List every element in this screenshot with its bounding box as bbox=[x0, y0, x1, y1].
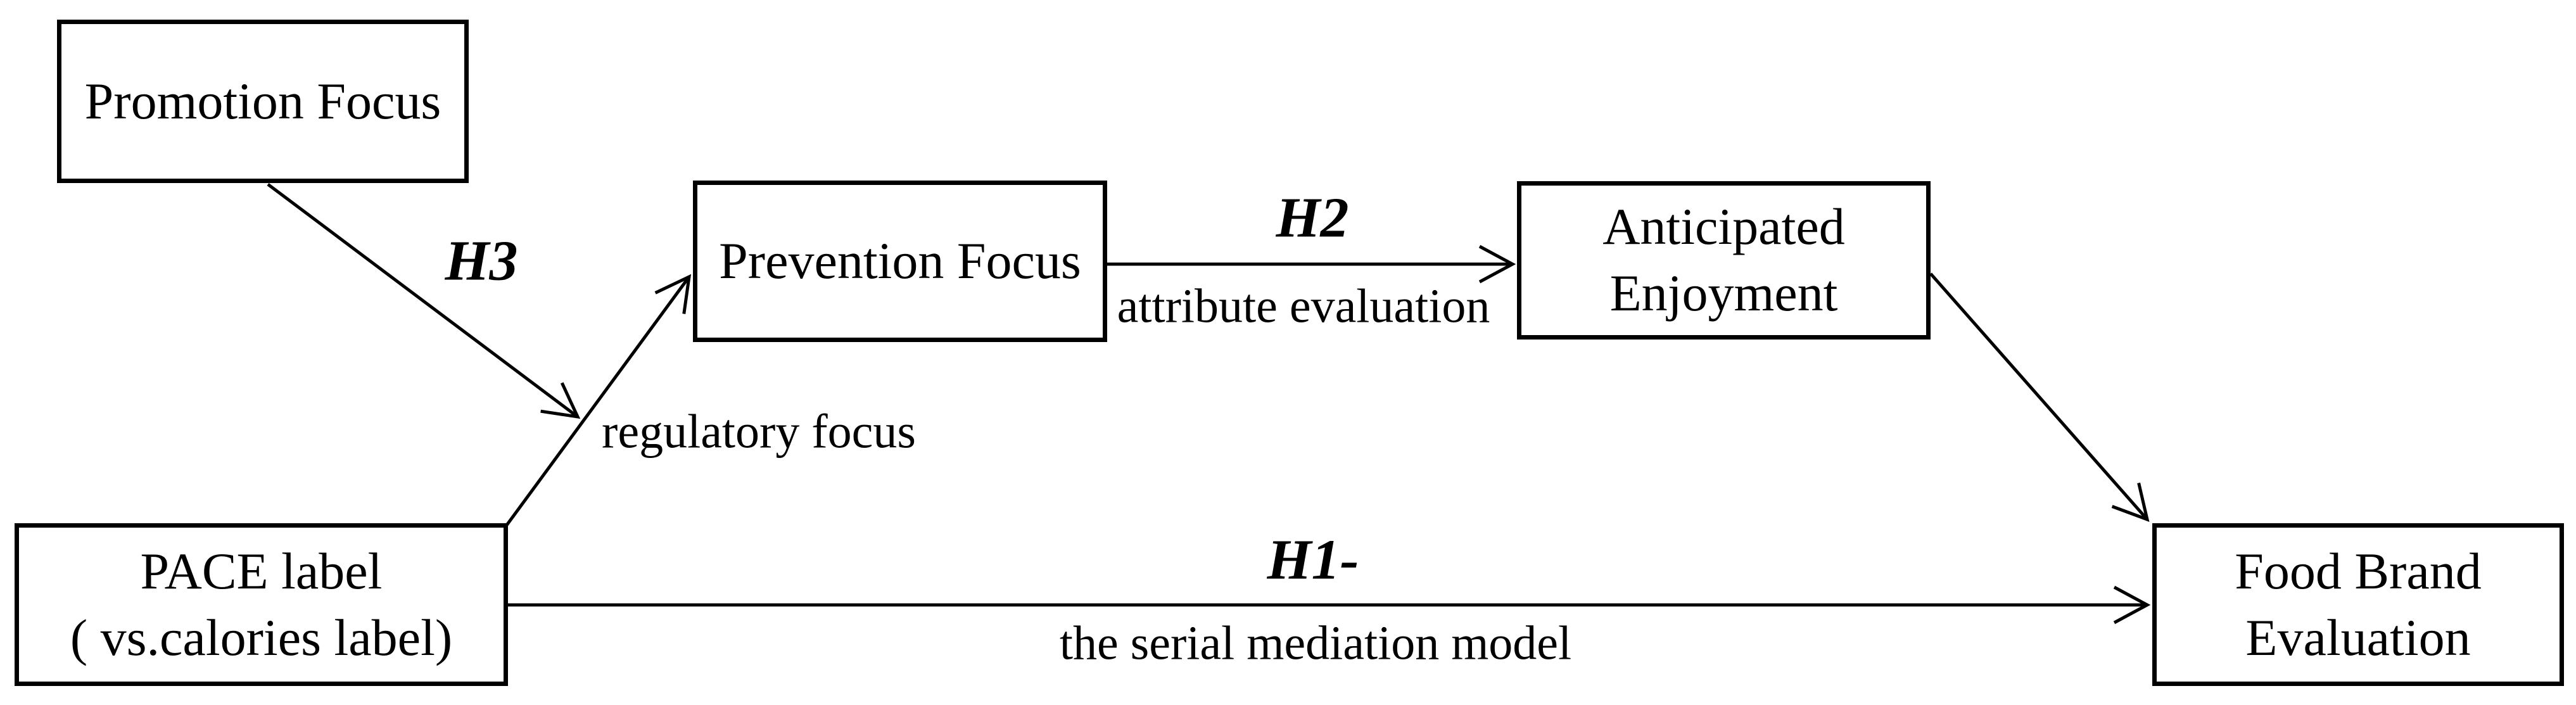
node-pace-label-line1: PACE label bbox=[140, 542, 383, 600]
node-promotion-focus: Promotion Focus bbox=[57, 20, 469, 183]
edge-label-regulatory-focus: regulatory focus bbox=[602, 405, 916, 459]
node-prevention-focus: Prevention Focus bbox=[693, 181, 1107, 342]
node-food-brand-evaluation-line2: Evaluation bbox=[2245, 608, 2471, 666]
edge-label-h3: H3 bbox=[445, 229, 518, 293]
edge-label-h1: H1- bbox=[1267, 528, 1359, 592]
node-anticipated-enjoyment-line1: Anticipated bbox=[1602, 198, 1845, 256]
node-anticipated-enjoyment: Anticipated Enjoyment bbox=[1517, 181, 1931, 340]
node-anticipated-enjoyment-line2: Enjoyment bbox=[1609, 264, 1838, 322]
edge-label-serial-mediation-model: the serial mediation model bbox=[1059, 616, 1572, 670]
node-food-brand-evaluation-line1: Food Brand bbox=[2235, 542, 2482, 600]
node-prevention-focus-label: Prevention Focus bbox=[719, 232, 1081, 290]
regulatory-focus-arrow bbox=[505, 274, 692, 526]
node-promotion-focus-label: Promotion Focus bbox=[84, 72, 441, 130]
edge-label-attribute-evaluation: attribute evaluation bbox=[1117, 279, 1490, 333]
anticipated-to-food-arrow bbox=[1929, 272, 2150, 522]
h3-arrow bbox=[267, 183, 581, 419]
edge-label-h2: H2 bbox=[1276, 186, 1349, 250]
node-pace-label: PACE label ( vs.calories label) bbox=[15, 523, 508, 686]
node-pace-label-line2: ( vs.calories label) bbox=[70, 608, 453, 666]
node-food-brand-evaluation: Food Brand Evaluation bbox=[2152, 523, 2564, 686]
